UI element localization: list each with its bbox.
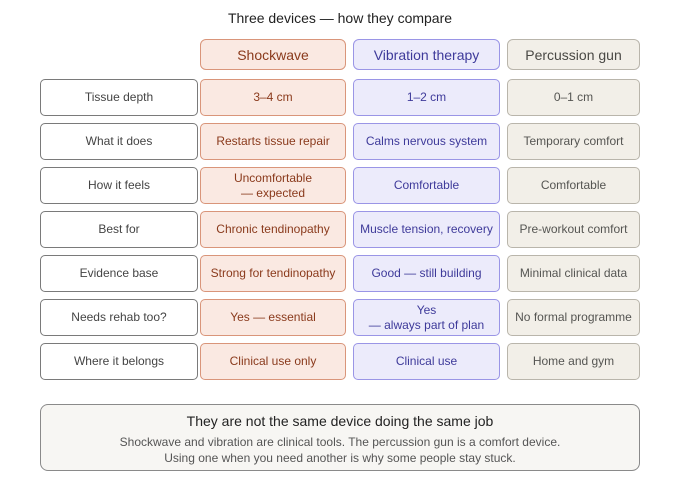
cell-shockwave-where-it-belongs: Clinical use only [200,343,346,380]
cell-shockwave-evidence-base: Strong for tendinopathy [200,255,346,292]
row-label-what-it-does: What it does [40,123,198,160]
cell-shockwave-best-for: Chronic tendinopathy [200,211,346,248]
cell-percussion-where-it-belongs: Home and gym [507,343,640,380]
row-label-best-for: Best for [40,211,198,248]
row-label-where-it-belongs: Where it belongs [40,343,198,380]
cell-percussion-tissue-depth: 0–1 cm [507,79,640,116]
row-label-evidence-base: Evidence base [40,255,198,292]
summary-line-2: Using one when you need another is why s… [164,451,516,465]
cell-vibration-where-it-belongs: Clinical use [353,343,500,380]
cell-vibration-evidence-base: Good — still building [353,255,500,292]
cell-percussion-how-it-feels: Comfortable [507,167,640,204]
cell-vibration-tissue-depth: 1–2 cm [353,79,500,116]
cell-vibration-what-it-does: Calms nervous system [353,123,500,160]
cell-percussion-evidence-base: Minimal clinical data [507,255,640,292]
diagram-title: Three devices — how they compare [227,10,453,26]
summary-line-1: Shockwave and vibration are clinical too… [119,435,561,449]
column-header-shockwave: Shockwave [200,39,346,70]
cell-shockwave-how-it-feels: Uncomfortable — expected [200,167,346,204]
column-header-percussion: Percussion gun [507,39,640,70]
summary-title: They are not the same device doing the s… [186,413,494,429]
cell-shockwave-what-it-does: Restarts tissue repair [200,123,346,160]
row-label-tissue-depth: Tissue depth [40,79,198,116]
cell-shockwave-needs-rehab: Yes — essential [200,299,346,336]
cell-percussion-needs-rehab: No formal programme [507,299,640,336]
cell-percussion-what-it-does: Temporary comfort [507,123,640,160]
cell-percussion-best-for: Pre-workout comfort [507,211,640,248]
row-label-how-it-feels: How it feels [40,167,198,204]
cell-vibration-needs-rehab: Yes — always part of plan [353,299,500,336]
row-label-needs-rehab: Needs rehab too? [40,299,198,336]
column-header-vibration: Vibration therapy [353,39,500,70]
cell-vibration-best-for: Muscle tension, recovery [353,211,500,248]
cell-shockwave-tissue-depth: 3–4 cm [200,79,346,116]
summary-box: They are not the same device doing the s… [40,404,640,471]
cell-vibration-how-it-feels: Comfortable [353,167,500,204]
